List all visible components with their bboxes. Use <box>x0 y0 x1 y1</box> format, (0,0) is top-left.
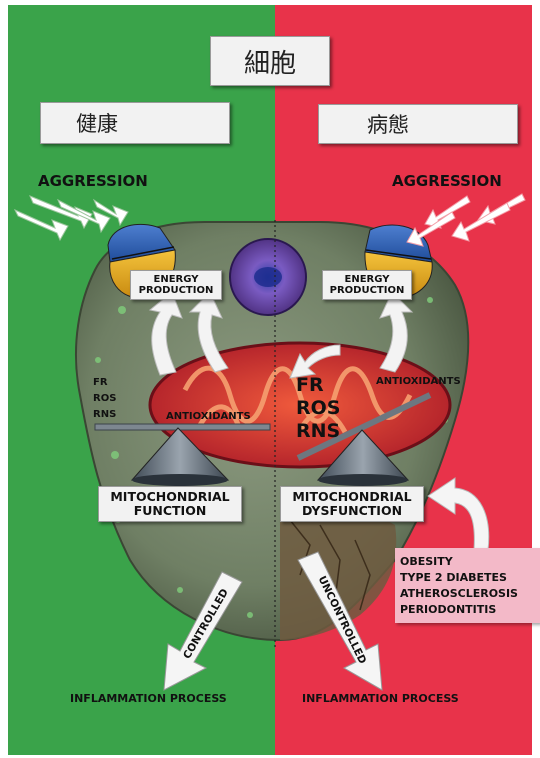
inflammation-label-left: INFLAMMATION PROCESS <box>70 692 227 705</box>
healthy-label: 健康 <box>76 108 118 138</box>
disease-obesity: OBESITY <box>400 554 540 570</box>
antioxidants-label-right: ANTIOXIDANTS <box>376 376 461 387</box>
inflammation-label-right: INFLAMMATION PROCESS <box>302 692 459 705</box>
mito-dysfunction-box: MITOCHONDRIAL DYSFUNCTION <box>280 486 424 522</box>
energy-production-line2-right: PRODUCTION <box>330 285 405 296</box>
mito-dysfunction-line2: DYSFUNCTION <box>302 504 402 518</box>
antioxidants-label-left: ANTIOXIDANTS <box>166 411 251 422</box>
energy-production-box-right: ENERGY PRODUCTION <box>322 270 412 300</box>
disease-type2-diabetes: TYPE 2 DIABETES <box>400 570 540 586</box>
aggression-label-left: AGGRESSION <box>38 172 148 190</box>
aggression-label-right: AGGRESSION <box>392 172 502 190</box>
disease-label: 病態 <box>367 109 409 139</box>
energy-production-line1-right: ENERGY <box>345 274 390 285</box>
disease-label-box: 病態 <box>318 104 518 144</box>
energy-production-box-left: ENERGY PRODUCTION <box>130 270 222 300</box>
mito-function-line2: FUNCTION <box>134 504 207 518</box>
cell-title: 細胞 <box>244 43 296 80</box>
left-species-fr: FR <box>93 377 108 388</box>
cell-title-box: 細胞 <box>210 36 330 86</box>
mito-function-line1: MITOCHONDRIAL <box>110 490 229 504</box>
energy-production-line1-left: ENERGY <box>154 274 199 285</box>
right-species-fr: FR <box>296 374 324 396</box>
disease-atherosclerosis: ATHEROSCLEROSIS <box>400 586 540 602</box>
healthy-label-box: 健康 <box>40 102 230 144</box>
left-species-rns: RNS <box>93 409 116 420</box>
mito-function-box: MITOCHONDRIAL FUNCTION <box>98 486 242 522</box>
mito-dysfunction-line1: MITOCHONDRIAL <box>292 490 411 504</box>
disease-list-box: OBESITY TYPE 2 DIABETES ATHEROSCLEROSIS … <box>395 548 540 623</box>
energy-production-line2-left: PRODUCTION <box>139 285 214 296</box>
balance-bar-left <box>95 424 270 430</box>
disease-periodontitis: PERIODONTITIS <box>400 602 540 618</box>
right-species-ros: ROS <box>296 397 340 419</box>
right-species-rns: RNS <box>296 420 340 442</box>
left-species-ros: ROS <box>93 393 116 404</box>
